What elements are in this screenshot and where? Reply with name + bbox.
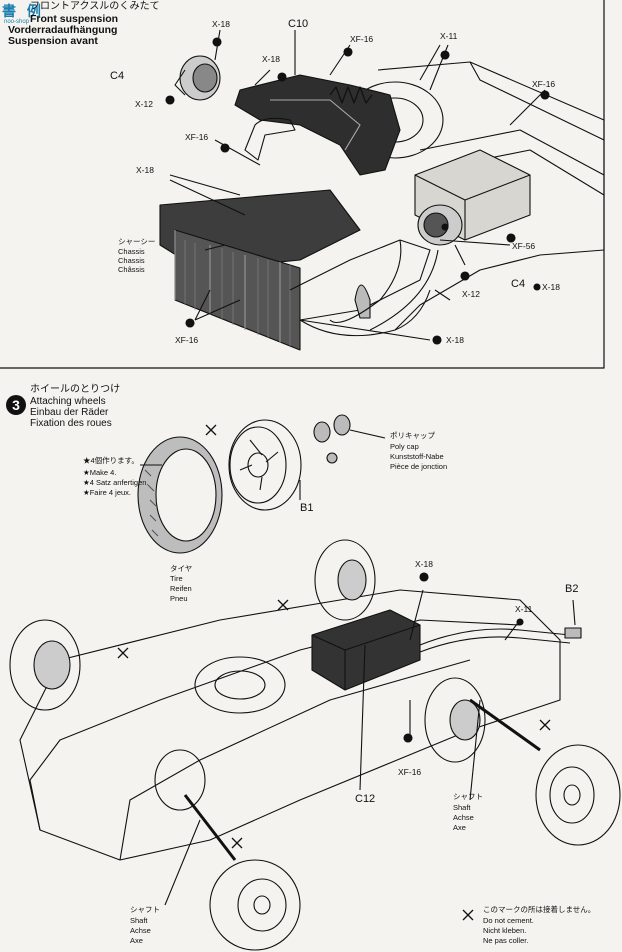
label-x12: X-12 [135, 99, 153, 109]
noglue-jp: このマークの所は接着しません。 [483, 905, 596, 914]
polycap-jp: ポリキャップ [390, 431, 435, 440]
label-c4: C4 [110, 70, 125, 82]
noglue-en: Do not cement. [483, 916, 534, 925]
label-c12: C12 [355, 793, 376, 805]
step2-title-de: Vorderradaufhängung [8, 24, 118, 36]
make4-jp: ★4個作ります。 [83, 456, 139, 465]
attaching-wheels-drawing [9, 414, 621, 951]
step-number-badge: 3 [6, 395, 26, 415]
noglue-de: Nicht kleben. [483, 926, 527, 935]
shaft-left-jp: シャフト [130, 905, 160, 914]
step3-title-de: Einbau der Räder [30, 407, 109, 418]
site-watermark-logo: 書 例 noo-shop [2, 4, 44, 25]
polycap-en: Poly cap [390, 442, 419, 451]
label-x11: X-11 [515, 604, 533, 614]
tire-en: Tire [170, 574, 183, 583]
polycap-fr: Pièce de jonction [390, 462, 448, 471]
chassis-label-jp: シャーシー [118, 237, 156, 246]
label-x12: X-12 [462, 289, 480, 299]
chassis-label-de: Chassis [118, 256, 145, 265]
label-x18: X-18 [262, 54, 280, 64]
step2-title-en: Front suspension [30, 13, 119, 25]
label-x18: X-18 [542, 282, 560, 292]
chassis-label-fr: Châssis [118, 265, 145, 274]
label-x18: X-18 [415, 559, 433, 569]
shaft-right-jp: シャフト [453, 792, 483, 801]
shaft-right-en: Shaft [453, 803, 471, 812]
noglue-fr: Ne pas coller. [483, 936, 529, 945]
label-b1: B1 [300, 502, 314, 514]
shaft-right-fr: Axe [453, 823, 466, 832]
make4-de: ★4 Satz anfertigen. [83, 478, 149, 487]
label-xf16: XF-16 [532, 79, 556, 89]
label-xf16: XF-16 [175, 335, 199, 345]
make4-en: ★Make 4. [83, 468, 117, 477]
label-x18: X-18 [136, 165, 154, 175]
shaft-right-de: Achse [453, 813, 474, 822]
tire-de: Reifen [170, 584, 192, 593]
step3-title-jp: ホイールのとりつけ [30, 384, 121, 395]
step3-title-fr: Fixation des roues [30, 418, 112, 429]
polycap-de: Kunststoff-Nabe [390, 452, 444, 461]
label-xf16: XF-16 [185, 132, 209, 142]
tire-jp: タイヤ [170, 564, 193, 573]
shaft-left-de: Achse [130, 926, 151, 935]
label-xf16: XF-16 [350, 34, 374, 44]
step3-title-en: Attaching wheels [30, 396, 106, 407]
chassis-label-en: Chassis [118, 247, 145, 256]
step2-title-fr: Suspension avant [8, 35, 98, 47]
label-c4: C4 [511, 278, 526, 290]
make4-fr: ★Faire 4 jeux. [83, 488, 131, 497]
label-b2: B2 [565, 583, 579, 595]
label-x18: X-18 [212, 19, 230, 29]
step2-title-jp: フロントアクスルのくみたて [30, 1, 160, 12]
label-x11: X-11 [440, 31, 458, 41]
label-c10: C10 [288, 18, 309, 30]
tire-fr: Pneu [170, 594, 188, 603]
label-xf56: XF-56 [512, 241, 536, 251]
label-xf16: XF-16 [398, 767, 422, 777]
front-suspension-drawing [159, 29, 605, 351]
shaft-left-en: Shaft [130, 916, 148, 925]
label-x18: X-18 [446, 335, 464, 345]
shaft-left-fr: Axe [130, 936, 143, 945]
